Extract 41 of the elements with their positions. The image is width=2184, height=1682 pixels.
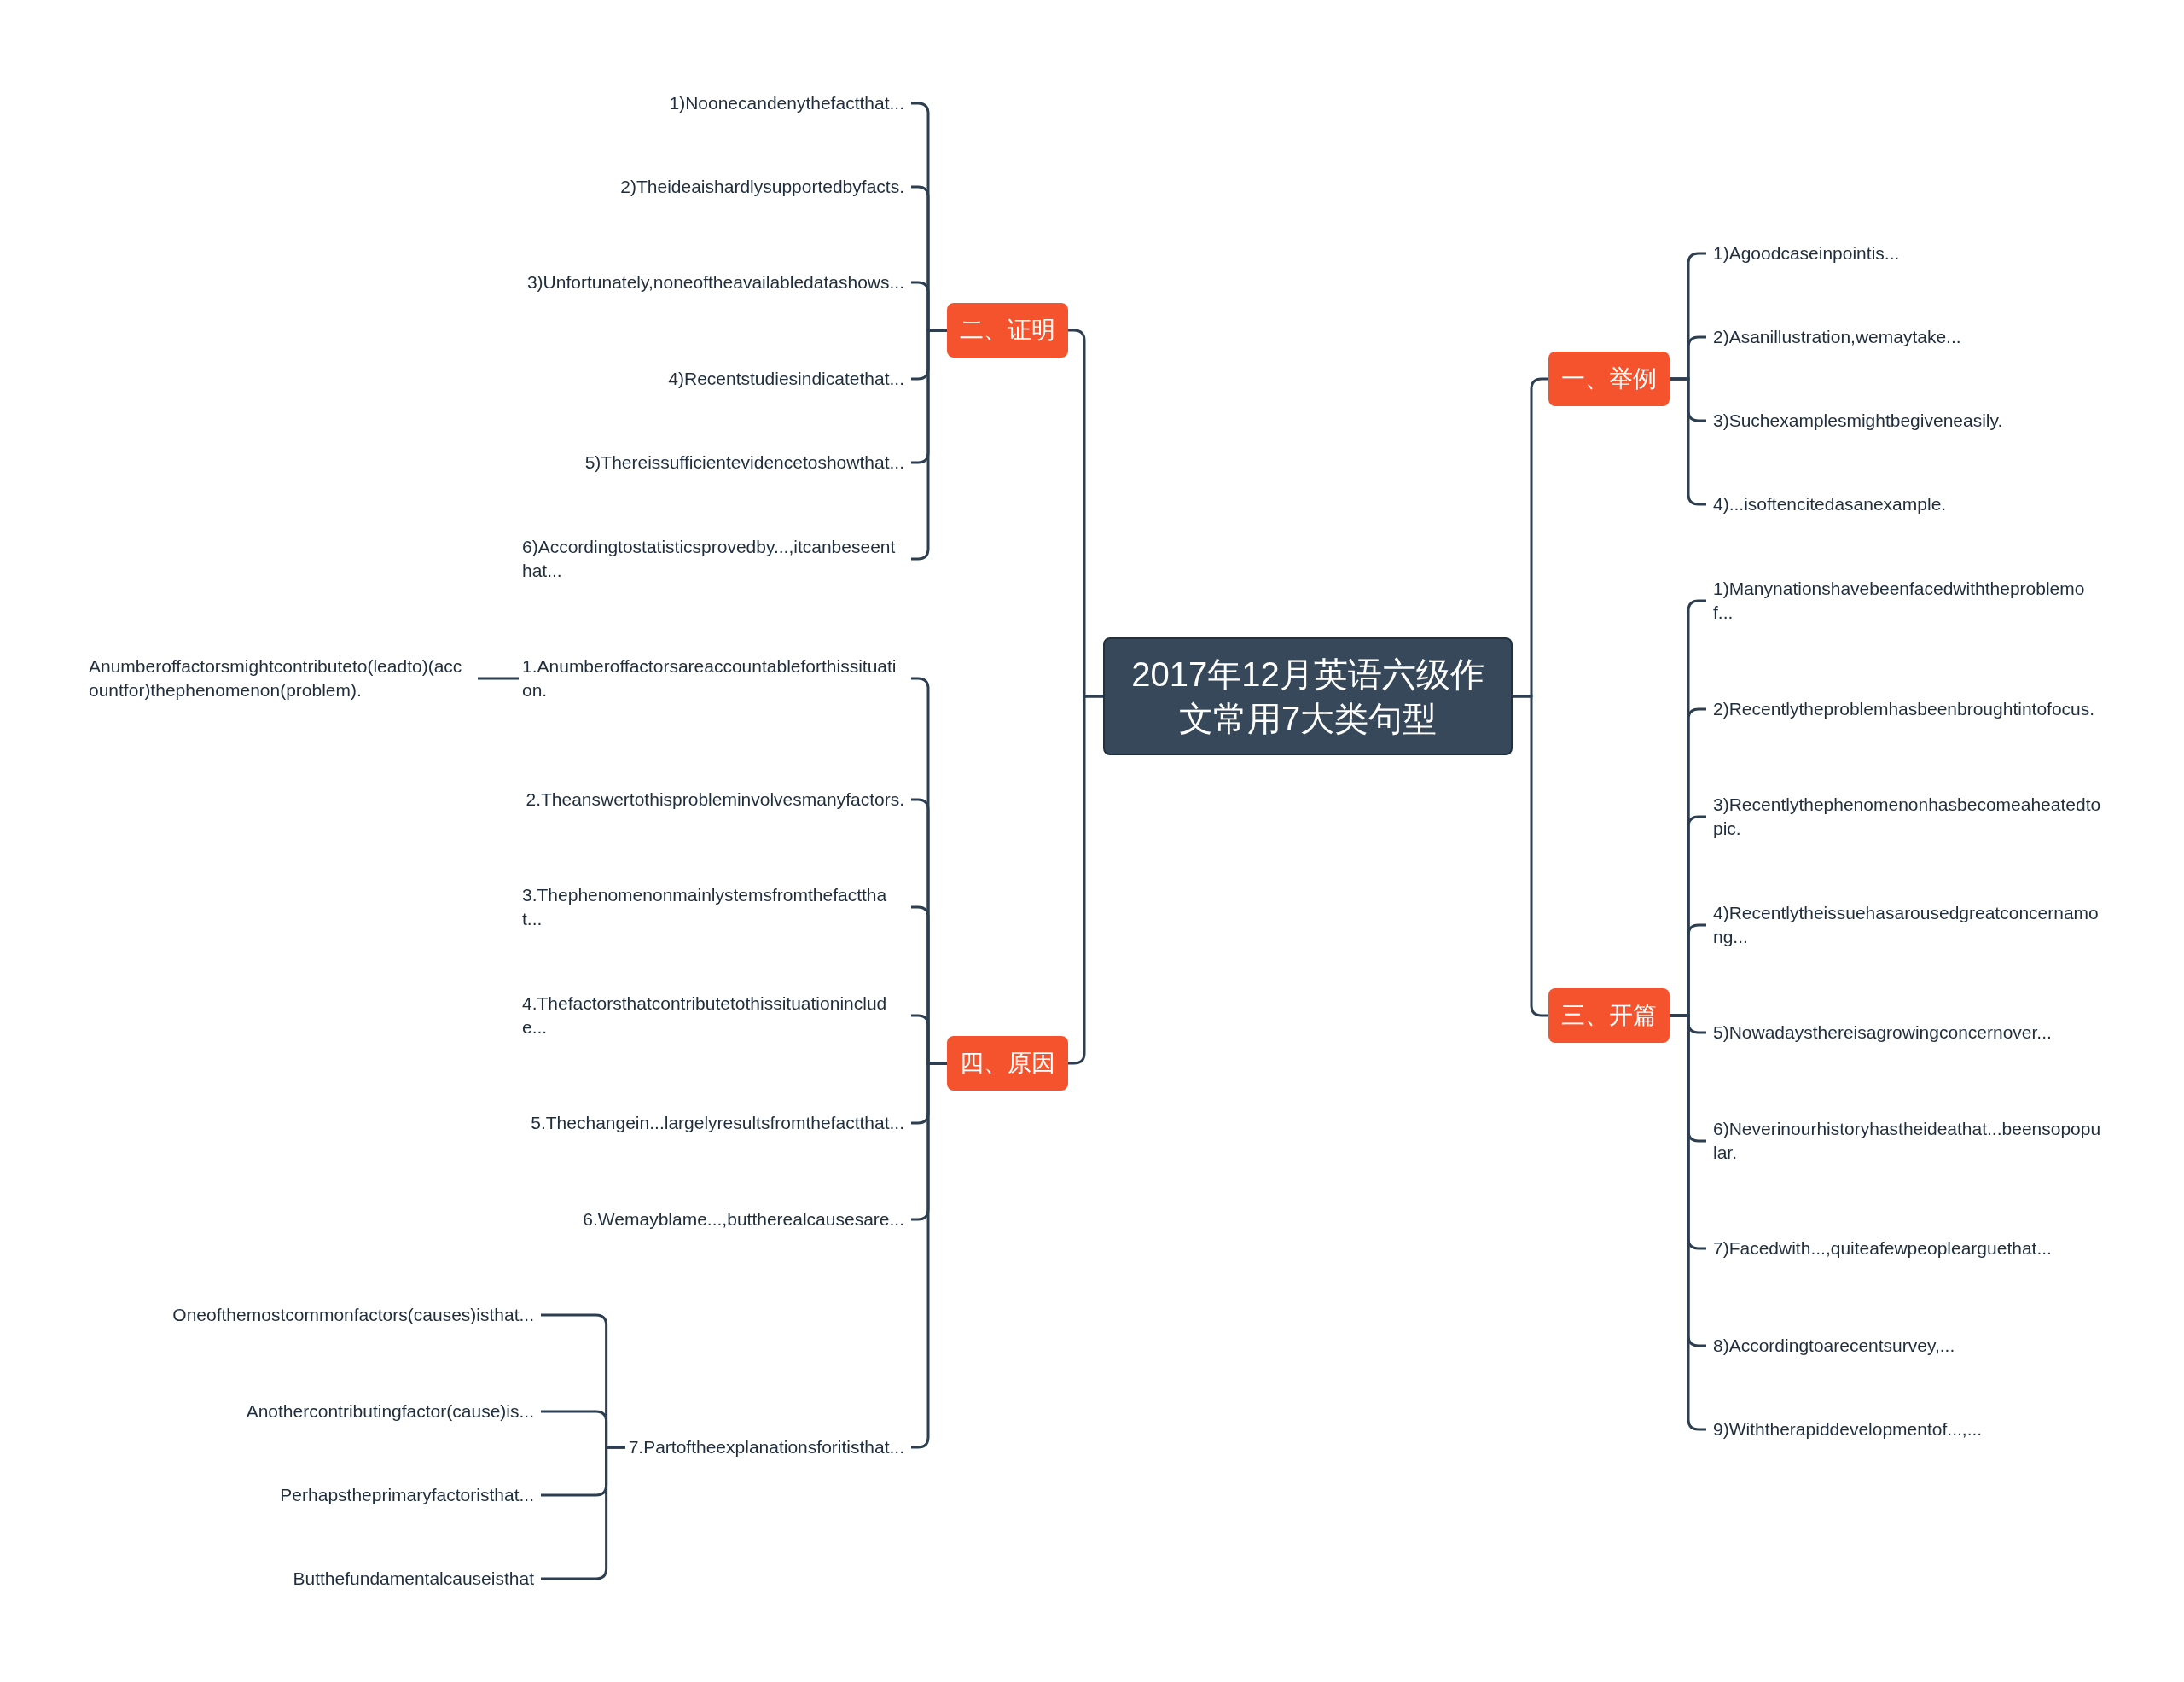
sentence-pattern-text: 5)Nowadaysthereisagrowingconcernover... bbox=[1706, 1021, 2055, 1045]
branch-topic-box: 二、证明 bbox=[947, 303, 1068, 358]
sentence-pattern-text: 7.Partoftheexplanationsforitisthat... bbox=[624, 1435, 911, 1459]
central-topic-box: 2017年12月英语六级作文常用7大类句型 bbox=[1103, 637, 1513, 755]
sentence-pattern-text: 1)Agoodcaseinpointis... bbox=[1706, 242, 1903, 265]
sentence-pattern-text: 3)Suchexamplesmightbegiveneasily. bbox=[1706, 409, 2007, 433]
sentence-pattern-text: 2)Recentlytheproblemhasbeenbroughtintofocus. bbox=[1706, 697, 2099, 721]
sentence-pattern-text: 9)Withtherapiddevelopmentof...,... bbox=[1706, 1417, 1986, 1441]
sentence-pattern-text: 6.Wemayblame...,buttherealcausesare... bbox=[579, 1208, 911, 1231]
connector-line bbox=[478, 677, 519, 680]
sentence-pattern-text: 1)Noonecandenythefactthat... bbox=[665, 91, 911, 115]
sentence-pattern-text: 3)Recentlythephenomenonhasbecomeaheatedtopic. bbox=[1706, 793, 2107, 841]
connector-line bbox=[541, 1446, 625, 1580]
sentence-pattern-text: 8)Accordingtoarecentsurvey,... bbox=[1706, 1334, 1959, 1358]
branch-topic-box: 一、举例 bbox=[1548, 352, 1670, 406]
branch-topic-box: 四、原因 bbox=[947, 1036, 1068, 1091]
sentence-pattern-text: Anumberoffactorsmightcontributeto(leadto)(accountfor)thephenomenon(problem). bbox=[85, 655, 478, 702]
sentence-pattern-text: 1)Manynationshavebeenfacedwiththeproblemof... bbox=[1706, 577, 2107, 625]
sentence-pattern-text: 2.Theanswertothisprobleminvolvesmanyfactors. bbox=[522, 788, 911, 812]
sentence-pattern-text: 4)...isoftencitedasanexample. bbox=[1706, 492, 1950, 516]
sentence-pattern-text: 1.Anumberoffactorsareaccountableforthissituation. bbox=[519, 655, 911, 702]
sentence-pattern-text: 2)Asanillustration,wemaytake... bbox=[1706, 325, 1965, 349]
sentence-pattern-text: 3)Unfortunately,noneoftheavailabledatashows... bbox=[523, 271, 911, 294]
branch-topic-box: 三、开篇 bbox=[1548, 988, 1670, 1043]
sentence-pattern-text: 4.Thefactorsthatcontributetothissituationinclude... bbox=[519, 992, 911, 1039]
sentence-pattern-text: 6)Accordingtostatisticsprovedby...,itcanbeseenthat... bbox=[519, 535, 911, 583]
sentence-pattern-text: 3.Thephenomenonmainlystemsfromthefactthat... bbox=[519, 883, 911, 931]
sentence-pattern-text: Perhapstheprimaryfactoristhat... bbox=[276, 1483, 541, 1507]
sentence-pattern-text: 4)Recentstudiesindicatethat... bbox=[665, 367, 911, 391]
sentence-pattern-text: Butthefundamentalcauseisthat bbox=[289, 1567, 541, 1591]
sentence-pattern-text: 5.Thechangein...largelyresultsfromthefactthat... bbox=[527, 1111, 911, 1135]
sentence-pattern-text: 7)Facedwith...,quiteafewpeoplearguethat... bbox=[1706, 1237, 2055, 1260]
connector-line bbox=[911, 1062, 947, 1449]
sentence-pattern-text: 2)Theideaishardlysupportedbyfacts. bbox=[617, 175, 911, 199]
sentence-pattern-text: Oneofthemostcommonfactors(causes)isthat... bbox=[169, 1303, 541, 1327]
sentence-pattern-text: Anothercontributingfactor(cause)is... bbox=[242, 1400, 541, 1423]
sentence-pattern-text: 5)Thereissufficientevidencetoshowthat... bbox=[581, 451, 911, 474]
connector-line bbox=[1068, 695, 1103, 1065]
sentence-pattern-text: 4)Recentlytheissuehasarousedgreatconcernamong... bbox=[1706, 901, 2107, 949]
connector-line bbox=[1513, 695, 1548, 1017]
sentence-pattern-text: 6)Neverinourhistoryhastheideathat...beensopopular. bbox=[1706, 1117, 2107, 1165]
